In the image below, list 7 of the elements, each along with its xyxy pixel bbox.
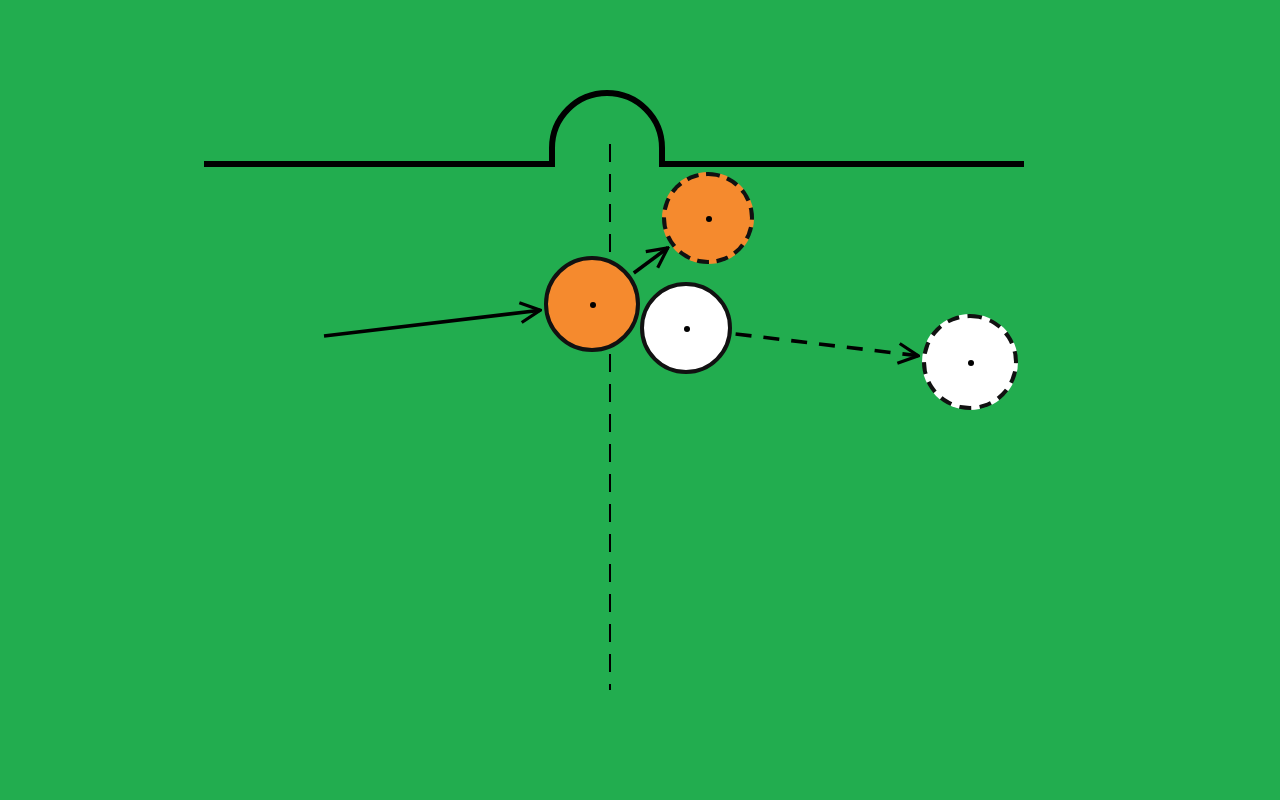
object-ball (640, 282, 732, 374)
ghost-ball (922, 314, 1018, 410)
cue-ball (544, 256, 640, 352)
arrow (735, 332, 920, 365)
arrow (323, 301, 542, 338)
ghost-ball (662, 172, 754, 264)
arrow (632, 246, 670, 275)
